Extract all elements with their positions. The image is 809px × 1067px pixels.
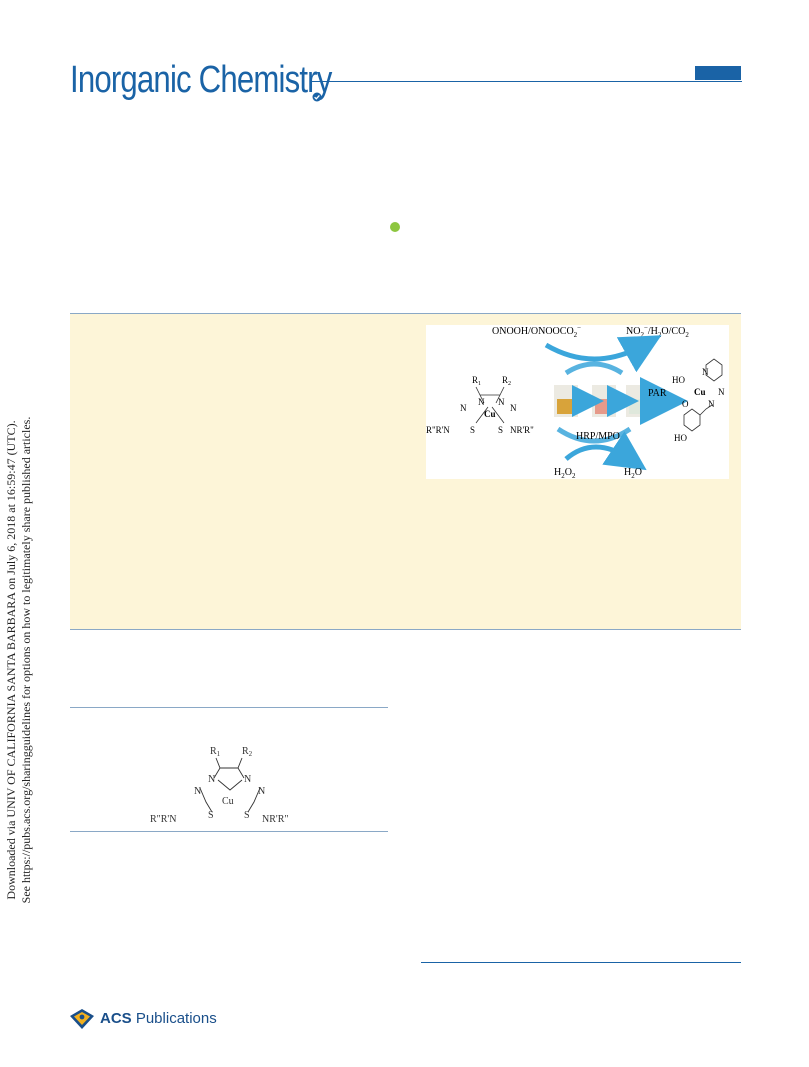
svg-text:N: N xyxy=(498,397,505,407)
vial-sequence: PAR xyxy=(554,377,688,425)
svg-text:HO: HO xyxy=(674,433,687,443)
svg-text:N: N xyxy=(478,397,485,407)
svg-text:S: S xyxy=(208,810,214,821)
svg-text:N: N xyxy=(258,786,265,797)
svg-text:R"R'N: R"R'N xyxy=(150,814,176,825)
svg-text:NR'R": NR'R" xyxy=(262,814,288,825)
svg-text:R1: R1 xyxy=(472,375,481,387)
journal-title[interactable]: Inorganic Chemistry xyxy=(70,59,332,101)
svg-text:N: N xyxy=(510,403,517,413)
toc-oxidant-label: ONOOH/ONOOCO2− xyxy=(492,325,581,339)
scheme-rule-bottom xyxy=(70,831,388,832)
header-tab xyxy=(695,66,741,80)
svg-text:Cu: Cu xyxy=(694,387,706,397)
svg-text:R2: R2 xyxy=(502,375,511,387)
svg-text:Cu: Cu xyxy=(222,796,234,807)
acs-logo-icon[interactable] xyxy=(68,1007,96,1031)
toc-par-copper-product: HO Cu O N N N HO xyxy=(672,358,725,443)
upper-curved-arrow-back xyxy=(564,361,624,376)
download-note-line1: Downloaded via UNIV OF CALIFORNIA SANTA … xyxy=(4,420,18,900)
toc-graphic-svg: ONOOH/ONOOCO2− NO2−/H2O/CO2 HRP/MPO H2O2… xyxy=(426,325,725,479)
svg-text:O: O xyxy=(682,399,689,409)
toc-copper-complex: R1 R2 N N Cu N N S S R"R'N NR'R" xyxy=(426,375,534,435)
toc-h2o2-label: H2O2 xyxy=(554,467,576,479)
toc-products-label: NO2−/H2O/CO2 xyxy=(626,325,689,339)
toc-h2o-label: H2O xyxy=(624,467,642,479)
svg-text:S: S xyxy=(498,425,503,435)
lower-curved-arrow-main xyxy=(564,431,647,471)
svg-text:N: N xyxy=(460,403,467,413)
download-note-line2[interactable]: See https://pubs.acs.org/sharingguidelin… xyxy=(19,416,33,904)
svg-text:R"R'N: R"R'N xyxy=(426,425,450,435)
svg-text:N: N xyxy=(208,774,215,785)
svg-text:Cu: Cu xyxy=(484,409,496,419)
svg-text:N: N xyxy=(244,774,251,785)
toc-graphic: ONOOH/ONOOCO2− NO2−/H2O/CO2 HRP/MPO H2O2… xyxy=(426,325,729,479)
bis-thiosemicarbazone-structure: R1 R2 N N Cu N N S S R"R'N NR'R" xyxy=(150,746,288,825)
svg-text:R1: R1 xyxy=(210,746,221,758)
upper-curved-arrow xyxy=(544,335,662,373)
toc-par-label: PAR xyxy=(648,388,667,399)
svg-text:N: N xyxy=(708,399,715,409)
svg-text:S: S xyxy=(244,810,250,821)
header-rule xyxy=(312,81,742,82)
svg-text:R2: R2 xyxy=(242,746,253,758)
open-access-icon[interactable] xyxy=(390,222,400,232)
acs-publications-logo[interactable]: ACS Publications xyxy=(100,1010,217,1027)
svg-text:S: S xyxy=(470,425,475,435)
svg-text:N: N xyxy=(718,387,725,397)
scheme-rule-top xyxy=(70,707,388,708)
svg-text:N: N xyxy=(702,367,709,377)
toc-enzyme-label: HRP/MPO xyxy=(576,431,620,442)
svg-text:NR'R": NR'R" xyxy=(510,425,534,435)
check-badge-icon xyxy=(312,92,322,102)
footnote-rule xyxy=(421,962,741,963)
download-note: Downloaded via UNIV OF CALIFORNIA SANTA … xyxy=(4,320,44,1000)
svg-text:HO: HO xyxy=(672,375,685,385)
svg-text:N: N xyxy=(194,786,201,797)
